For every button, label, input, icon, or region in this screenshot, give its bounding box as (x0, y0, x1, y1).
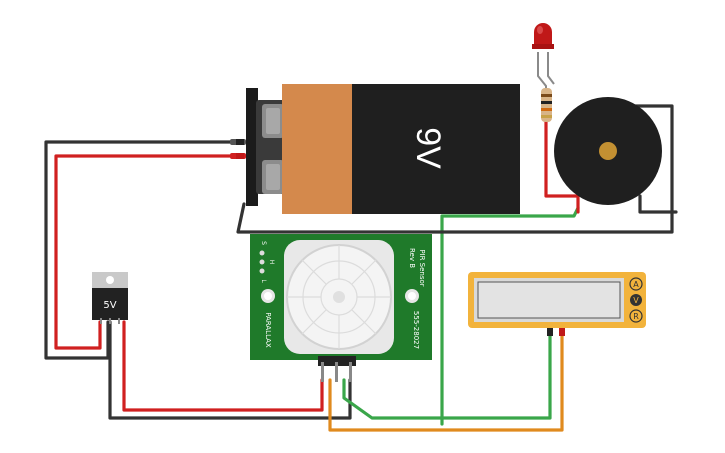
led[interactable] (532, 23, 554, 49)
wire-green-pir-to-multimeter[interactable] (342, 332, 552, 420)
pir-dome-facets (287, 245, 391, 349)
multimeter[interactable]: A V R (468, 272, 646, 336)
wire-red-led-to-buzzer[interactable] (544, 118, 580, 214)
pir-revision: Rev B (408, 248, 416, 268)
battery-body (352, 84, 520, 214)
wires (44, 52, 678, 432)
regulator-body (92, 288, 128, 320)
multimeter-probe-red[interactable] (559, 328, 565, 336)
pir-title: PIR Sensor (418, 249, 426, 286)
wire-black-regulator-to-pir[interactable] (108, 320, 352, 420)
wire-green-ground-to-buzzer[interactable] (440, 206, 580, 426)
wire-black-battery-to-regulator[interactable] (44, 140, 240, 360)
wire-black-buzzer-return[interactable] (638, 194, 678, 214)
regulator-label: 5V (103, 300, 116, 311)
voltage-regulator[interactable]: 5V (92, 272, 128, 324)
wire-black-ground-loop[interactable] (236, 104, 674, 234)
battery-9v[interactable]: 9V (230, 84, 520, 214)
led-bulb (534, 23, 552, 44)
wire-red-regulator-to-pir[interactable] (122, 320, 324, 412)
battery-label: 9V (409, 127, 447, 169)
wire-orange-pir-to-multimeter[interactable] (328, 332, 564, 432)
multimeter-mode-a-button[interactable]: A (629, 277, 643, 291)
pir-jumper-l: L (260, 279, 267, 283)
multimeter-screen (477, 281, 621, 319)
mode-a-label: A (633, 280, 639, 289)
pir-brand: PARALLAX (264, 312, 272, 348)
mode-r-label: R (633, 312, 639, 321)
pir-jumper-s: S (260, 241, 267, 245)
wire-red-battery-to-regulator[interactable] (54, 154, 240, 350)
buzzer-center (599, 142, 617, 160)
resistor[interactable] (541, 88, 552, 122)
pir-sensor[interactable]: S H L PIR Sensor Rev B PARALLAX 555-2802… (250, 234, 432, 382)
pir-part-number: 555-28027 (412, 311, 420, 349)
battery-terminal-cap (246, 88, 258, 206)
multimeter-probe-black[interactable] (547, 328, 553, 336)
battery-orange-band (282, 84, 354, 214)
mode-v-label: V (633, 296, 639, 305)
pir-pin-header (318, 356, 356, 366)
pir-jumper-h: H (268, 260, 275, 265)
buzzer[interactable] (554, 97, 662, 205)
multimeter-mode-v-button[interactable]: V (630, 294, 642, 306)
led-leg-2 (547, 52, 555, 85)
multimeter-mode-r-button[interactable]: R (629, 309, 643, 323)
